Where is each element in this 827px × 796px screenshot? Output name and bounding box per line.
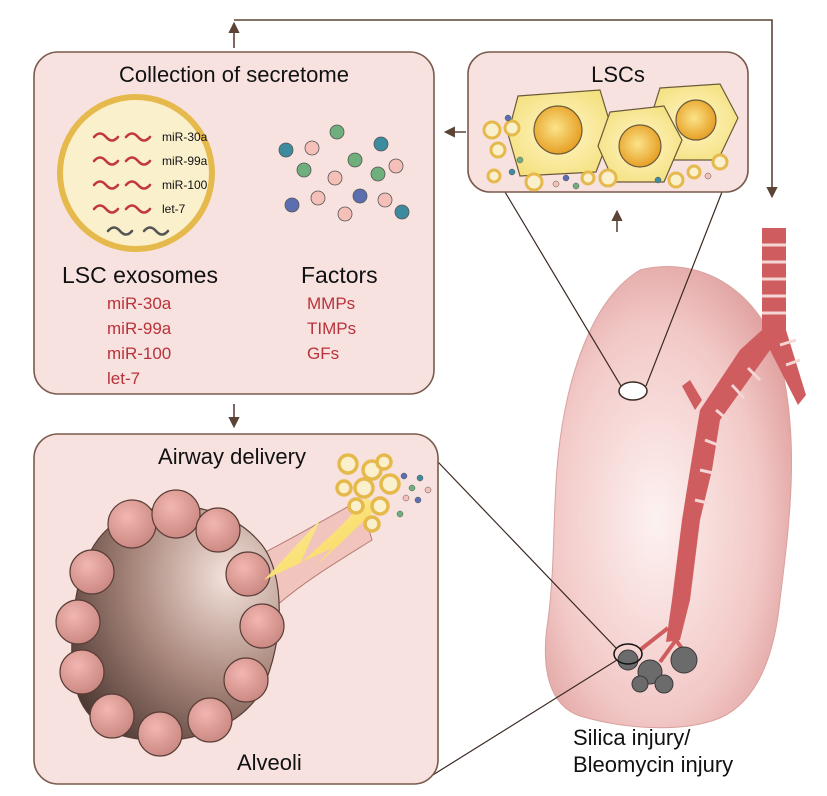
exosome-mirna-label-1: miR-99a bbox=[162, 154, 208, 168]
delivery-beam bbox=[264, 498, 380, 580]
lscs-title: LSCs bbox=[591, 62, 645, 87]
secretome-panel: Collection of secretome miR-30a miR-99a … bbox=[33, 51, 435, 395]
delivered-exosomes bbox=[335, 453, 401, 533]
exosomes-list-item-2: miR-100 bbox=[107, 344, 171, 363]
flow-arrows bbox=[228, 19, 778, 429]
secretome-title: Collection of secretome bbox=[119, 62, 349, 87]
zoom-lines bbox=[427, 191, 723, 779]
top-loop-line bbox=[234, 19, 778, 199]
exosome-mirna-label-0: miR-30a bbox=[162, 130, 208, 144]
exosome-vesicle: miR-30a miR-99a miR-100 let-7 bbox=[57, 94, 215, 252]
delivery-title: Airway delivery bbox=[158, 444, 306, 469]
lung-zoom-oval-bottom bbox=[613, 643, 643, 665]
factors-list-item-1: TIMPs bbox=[307, 319, 356, 338]
lung-zoom-oval-top bbox=[618, 381, 648, 401]
factors-list-item-2: GFs bbox=[307, 344, 339, 363]
lung-shape bbox=[544, 266, 793, 729]
lscs-panel: LSCs bbox=[467, 51, 749, 193]
exosomes-list-item-1: miR-99a bbox=[107, 319, 172, 338]
exosomes-heading: LSC exosomes bbox=[62, 262, 218, 288]
delivered-factor-dots bbox=[396, 472, 432, 518]
lsc-exosomes bbox=[482, 119, 729, 192]
factors-list-item-0: MMPs bbox=[307, 294, 355, 313]
lung-illustration bbox=[544, 228, 806, 729]
alveoli-label: Alveoli bbox=[237, 750, 302, 775]
exosome-mirna-label-2: miR-100 bbox=[162, 178, 208, 192]
exosomes-list-item-3: let-7 bbox=[107, 369, 140, 388]
stem-cells bbox=[507, 83, 739, 183]
secreted-factors-dots bbox=[278, 124, 410, 222]
alveolar-sac bbox=[55, 489, 285, 757]
mirna-strands bbox=[92, 132, 152, 214]
trachea bbox=[666, 228, 806, 642]
left-bronchus bbox=[682, 380, 702, 410]
trachea-rings bbox=[694, 243, 801, 505]
other-rna-strands bbox=[106, 226, 170, 236]
exosomes-list-item-0: miR-30a bbox=[107, 294, 172, 313]
lsc-factor-dots bbox=[504, 114, 712, 190]
injury-label-line-1: Silica injury/ bbox=[573, 725, 691, 750]
factors-heading: Factors bbox=[301, 262, 378, 288]
fibrotic-nodules bbox=[617, 646, 698, 694]
injury-label-line-2: Bleomycin injury bbox=[573, 752, 733, 777]
delivery-panel: Airway delivery bbox=[33, 433, 439, 785]
exosome-mirna-label-3: let-7 bbox=[162, 202, 186, 216]
